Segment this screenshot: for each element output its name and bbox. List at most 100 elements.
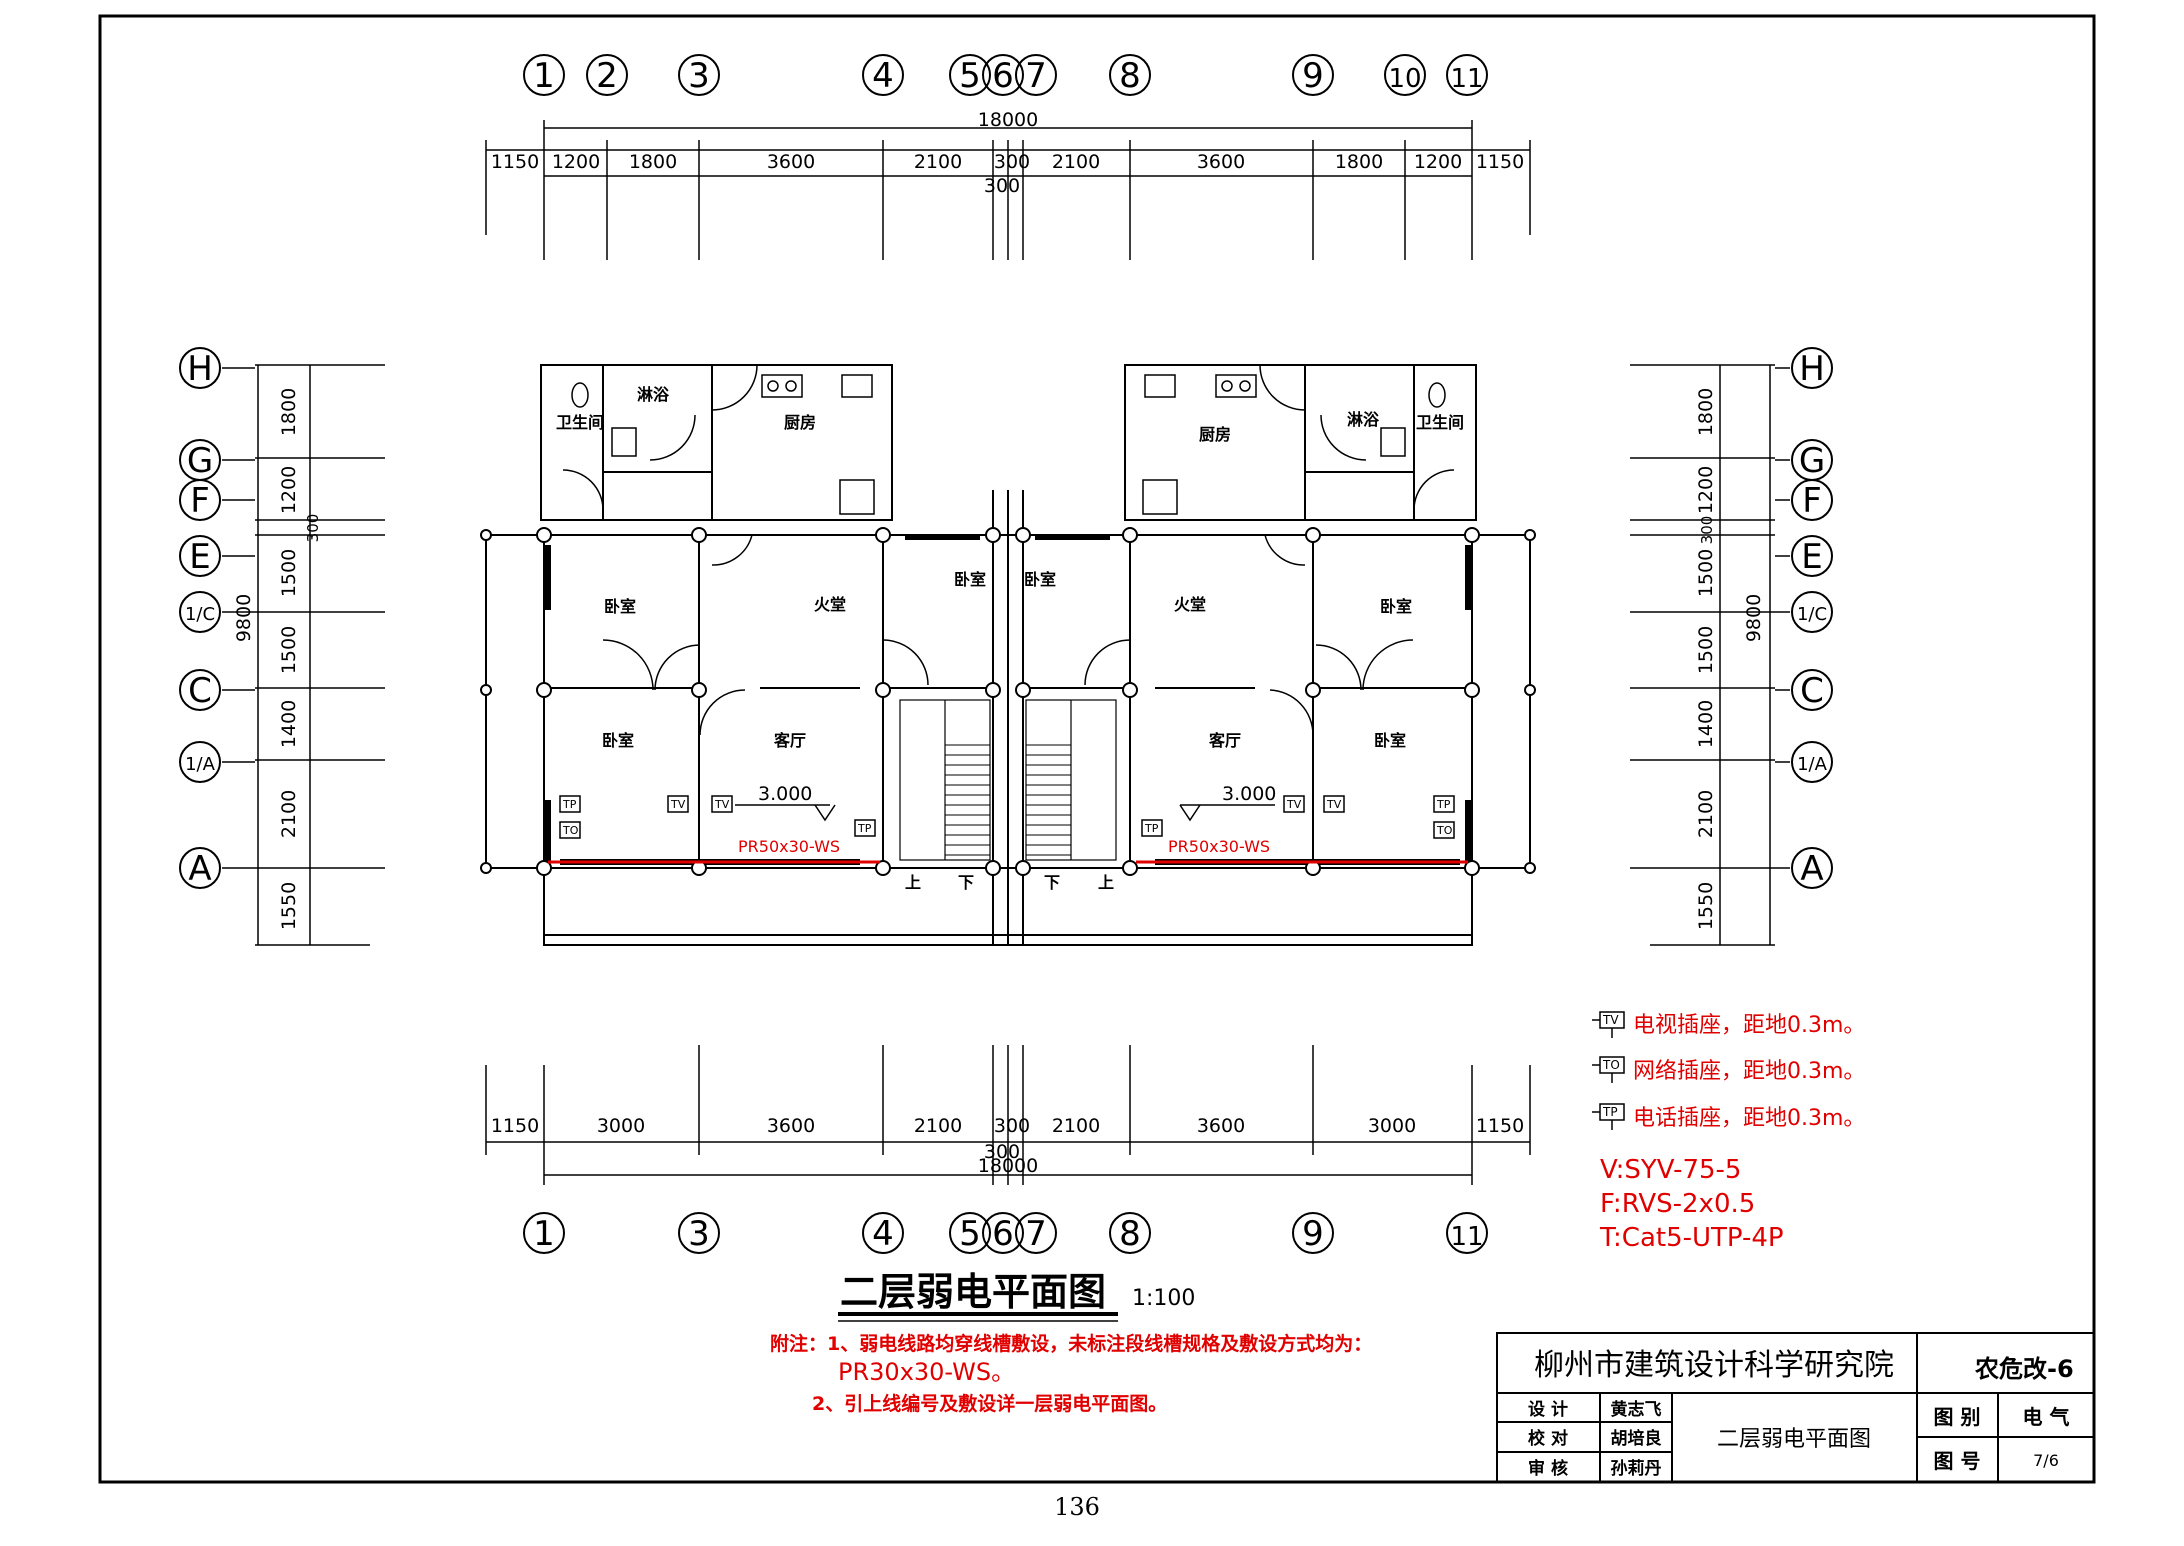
- left-dimension-chain: [222, 364, 385, 946]
- legend-cable-t: T:Cat5-UTP-4P: [1599, 1223, 1784, 1253]
- legend-symbols: [1592, 1011, 1625, 1130]
- right-dim-8: 1550: [1695, 882, 1717, 930]
- bottom-dimension-chain: [485, 1045, 1531, 1185]
- top-dim-7: 2100: [1052, 151, 1100, 173]
- axis-right-a: A: [1800, 849, 1823, 889]
- bottom-dim-5: 300: [994, 1115, 1030, 1137]
- stairs: [899, 699, 1117, 861]
- right-axis-labels: H G F E 1/C C 1/A A: [1797, 349, 1828, 889]
- axis-bottom-11: 11: [1450, 1222, 1483, 1252]
- top-dim-10: 1200: [1414, 151, 1462, 173]
- left-dim-2: 1200: [278, 466, 300, 514]
- axis-top-7: 7: [1025, 56, 1047, 96]
- elevation-marks: [735, 804, 1275, 822]
- left-dim-8: 1550: [278, 882, 300, 930]
- right-dim-6: 1400: [1695, 700, 1717, 748]
- axis-top-5: 5: [959, 56, 981, 96]
- bottom-dimension-texts: 1150 3000 3600 2100 300 2100 3600 3000 1…: [491, 1115, 1524, 1177]
- drawing-title: 二层弱电平面图: [840, 1270, 1106, 1314]
- axis-bottom-5: 5: [959, 1214, 981, 1254]
- top-dim-11: 1150: [1476, 151, 1524, 173]
- legend-to-code: TO: [1602, 1058, 1620, 1072]
- bottom-dim-8: 3000: [1368, 1115, 1416, 1137]
- bottom-dim-3: 3600: [767, 1115, 815, 1137]
- outlet-to-left-1: TO: [562, 824, 579, 837]
- bottom-axis-labels: 1 3 4 5 6 7 8 9 11: [533, 1214, 1483, 1254]
- sheet-border: [98, 14, 2096, 1484]
- top-dim-8: 3600: [1197, 151, 1245, 173]
- axis-right-f: F: [1802, 481, 1822, 521]
- right-overall-dim: 9800: [1743, 594, 1765, 642]
- room-living-right: 客厅: [1209, 731, 1241, 750]
- elevation-right: 3.000: [1222, 783, 1276, 805]
- tb-review-name: 孙莉丹: [1611, 1458, 1662, 1479]
- top-axis-bubbles: [523, 54, 1488, 96]
- axis-bottom-6: 6: [992, 1214, 1014, 1254]
- axis-right-1c: 1/C: [1797, 604, 1827, 625]
- title-block-texts: 柳州市建筑设计科学研究院 农危改-6 设 计 黄志飞 校 对 胡培良 审 核 孙…: [1528, 1348, 2074, 1479]
- axis-right-g: G: [1799, 441, 1825, 481]
- right-dim-5: 1500: [1695, 626, 1717, 674]
- room-kitchen-right: 厨房: [1199, 425, 1231, 444]
- top-axis-labels: 1 2 3 4 5 6 7 8 9 10 11: [533, 56, 1483, 96]
- right-dim-4: 1500: [1695, 549, 1717, 597]
- legend-tp-code: TP: [1602, 1105, 1618, 1119]
- bottom-dim-2: 3000: [597, 1115, 645, 1137]
- axis-top-10: 10: [1388, 64, 1421, 94]
- left-dim-4: 1500: [278, 549, 300, 597]
- axis-bottom-9: 9: [1302, 1214, 1324, 1254]
- left-axis-bubbles: [179, 347, 221, 889]
- axis-top-6: 6: [992, 56, 1014, 96]
- top-dim-3: 1800: [629, 151, 677, 173]
- top-dim-1: 1150: [491, 151, 539, 173]
- room-bedroom-left-1: 卧室: [604, 597, 636, 616]
- outlet-labels: TP TO TV TV TP TP TO TV TV TP: [562, 798, 1453, 837]
- legend-cable-f: F:RVS-2x0.5: [1600, 1189, 1755, 1219]
- stair-up-left: 上: [905, 873, 921, 892]
- room-hall-left: 火堂: [814, 595, 846, 614]
- left-axis-labels: H G F E 1/C C 1/A A: [185, 349, 216, 889]
- fixtures: [571, 374, 1446, 515]
- room-living-left: 客厅: [774, 731, 806, 750]
- top-dimension-chain: [485, 120, 1531, 260]
- room-bedroom-left-2: 卧室: [954, 570, 986, 589]
- stair-steps: [945, 744, 1071, 856]
- top-sub-dim: 300: [984, 175, 1020, 197]
- door-swings: [562, 364, 1455, 736]
- room-bedroom-right-2: 卧室: [1024, 570, 1056, 589]
- stair-down-left: 下: [958, 873, 974, 892]
- outlet-tp-left-1: TP: [562, 798, 577, 811]
- building-walls: [485, 364, 1531, 946]
- notes: 附注：1、弱电线路均穿线槽敷设，未标注段线槽规格及敷设方式均为： PR30x30…: [770, 1332, 1372, 1415]
- left-dim-1: 1800: [278, 388, 300, 436]
- right-dim-3: 300: [1698, 516, 1716, 545]
- tb-number-label: 图 号: [1934, 1449, 1981, 1473]
- right-dimension-chain: [1630, 364, 1790, 946]
- bottom-sub-dim: 300: [984, 1141, 1020, 1163]
- tb-institute: 柳州市建筑设计科学研究院: [1534, 1348, 1894, 1383]
- legend-tv-code: TV: [1602, 1013, 1619, 1027]
- room-bedroom-right-3: 卧室: [1374, 731, 1406, 750]
- axis-top-11: 11: [1450, 64, 1483, 94]
- left-dim-3: 300: [304, 514, 322, 543]
- legend-symbol-labels: TV TO TP: [1602, 1013, 1620, 1119]
- tb-check-label: 校 对: [1528, 1428, 1568, 1449]
- note-line-2: 2、引上线编号及敷设详一层弱电平面图。: [812, 1392, 1167, 1415]
- tb-design-label: 设 计: [1528, 1399, 1568, 1420]
- note-line-1b: PR30x30-WS。: [838, 1358, 1015, 1386]
- axis-left-1a: 1/A: [185, 754, 216, 775]
- bottom-dim-1: 1150: [491, 1115, 539, 1137]
- room-labels: 卫生间 淋浴 厨房 卧室 火堂 卧室 卧室 火堂 卧室 卧室 客厅 客厅 卧室 …: [556, 385, 1464, 892]
- axis-right-e: E: [1801, 537, 1822, 577]
- bottom-dim-7: 3600: [1197, 1115, 1245, 1137]
- left-dimension-texts: 1800 1200 300 1500 1500 1400 2100 1550 9…: [233, 388, 322, 930]
- axis-left-h: H: [187, 349, 213, 389]
- axis-bottom-7: 7: [1025, 1214, 1047, 1254]
- outlet-tp-right-1: TP: [1436, 798, 1451, 811]
- tb-check-name: 胡培良: [1611, 1428, 1662, 1449]
- axis-right-c: C: [1800, 671, 1824, 711]
- axis-left-1c: 1/C: [185, 604, 215, 625]
- tb-design-name: 黄志飞: [1611, 1399, 1662, 1420]
